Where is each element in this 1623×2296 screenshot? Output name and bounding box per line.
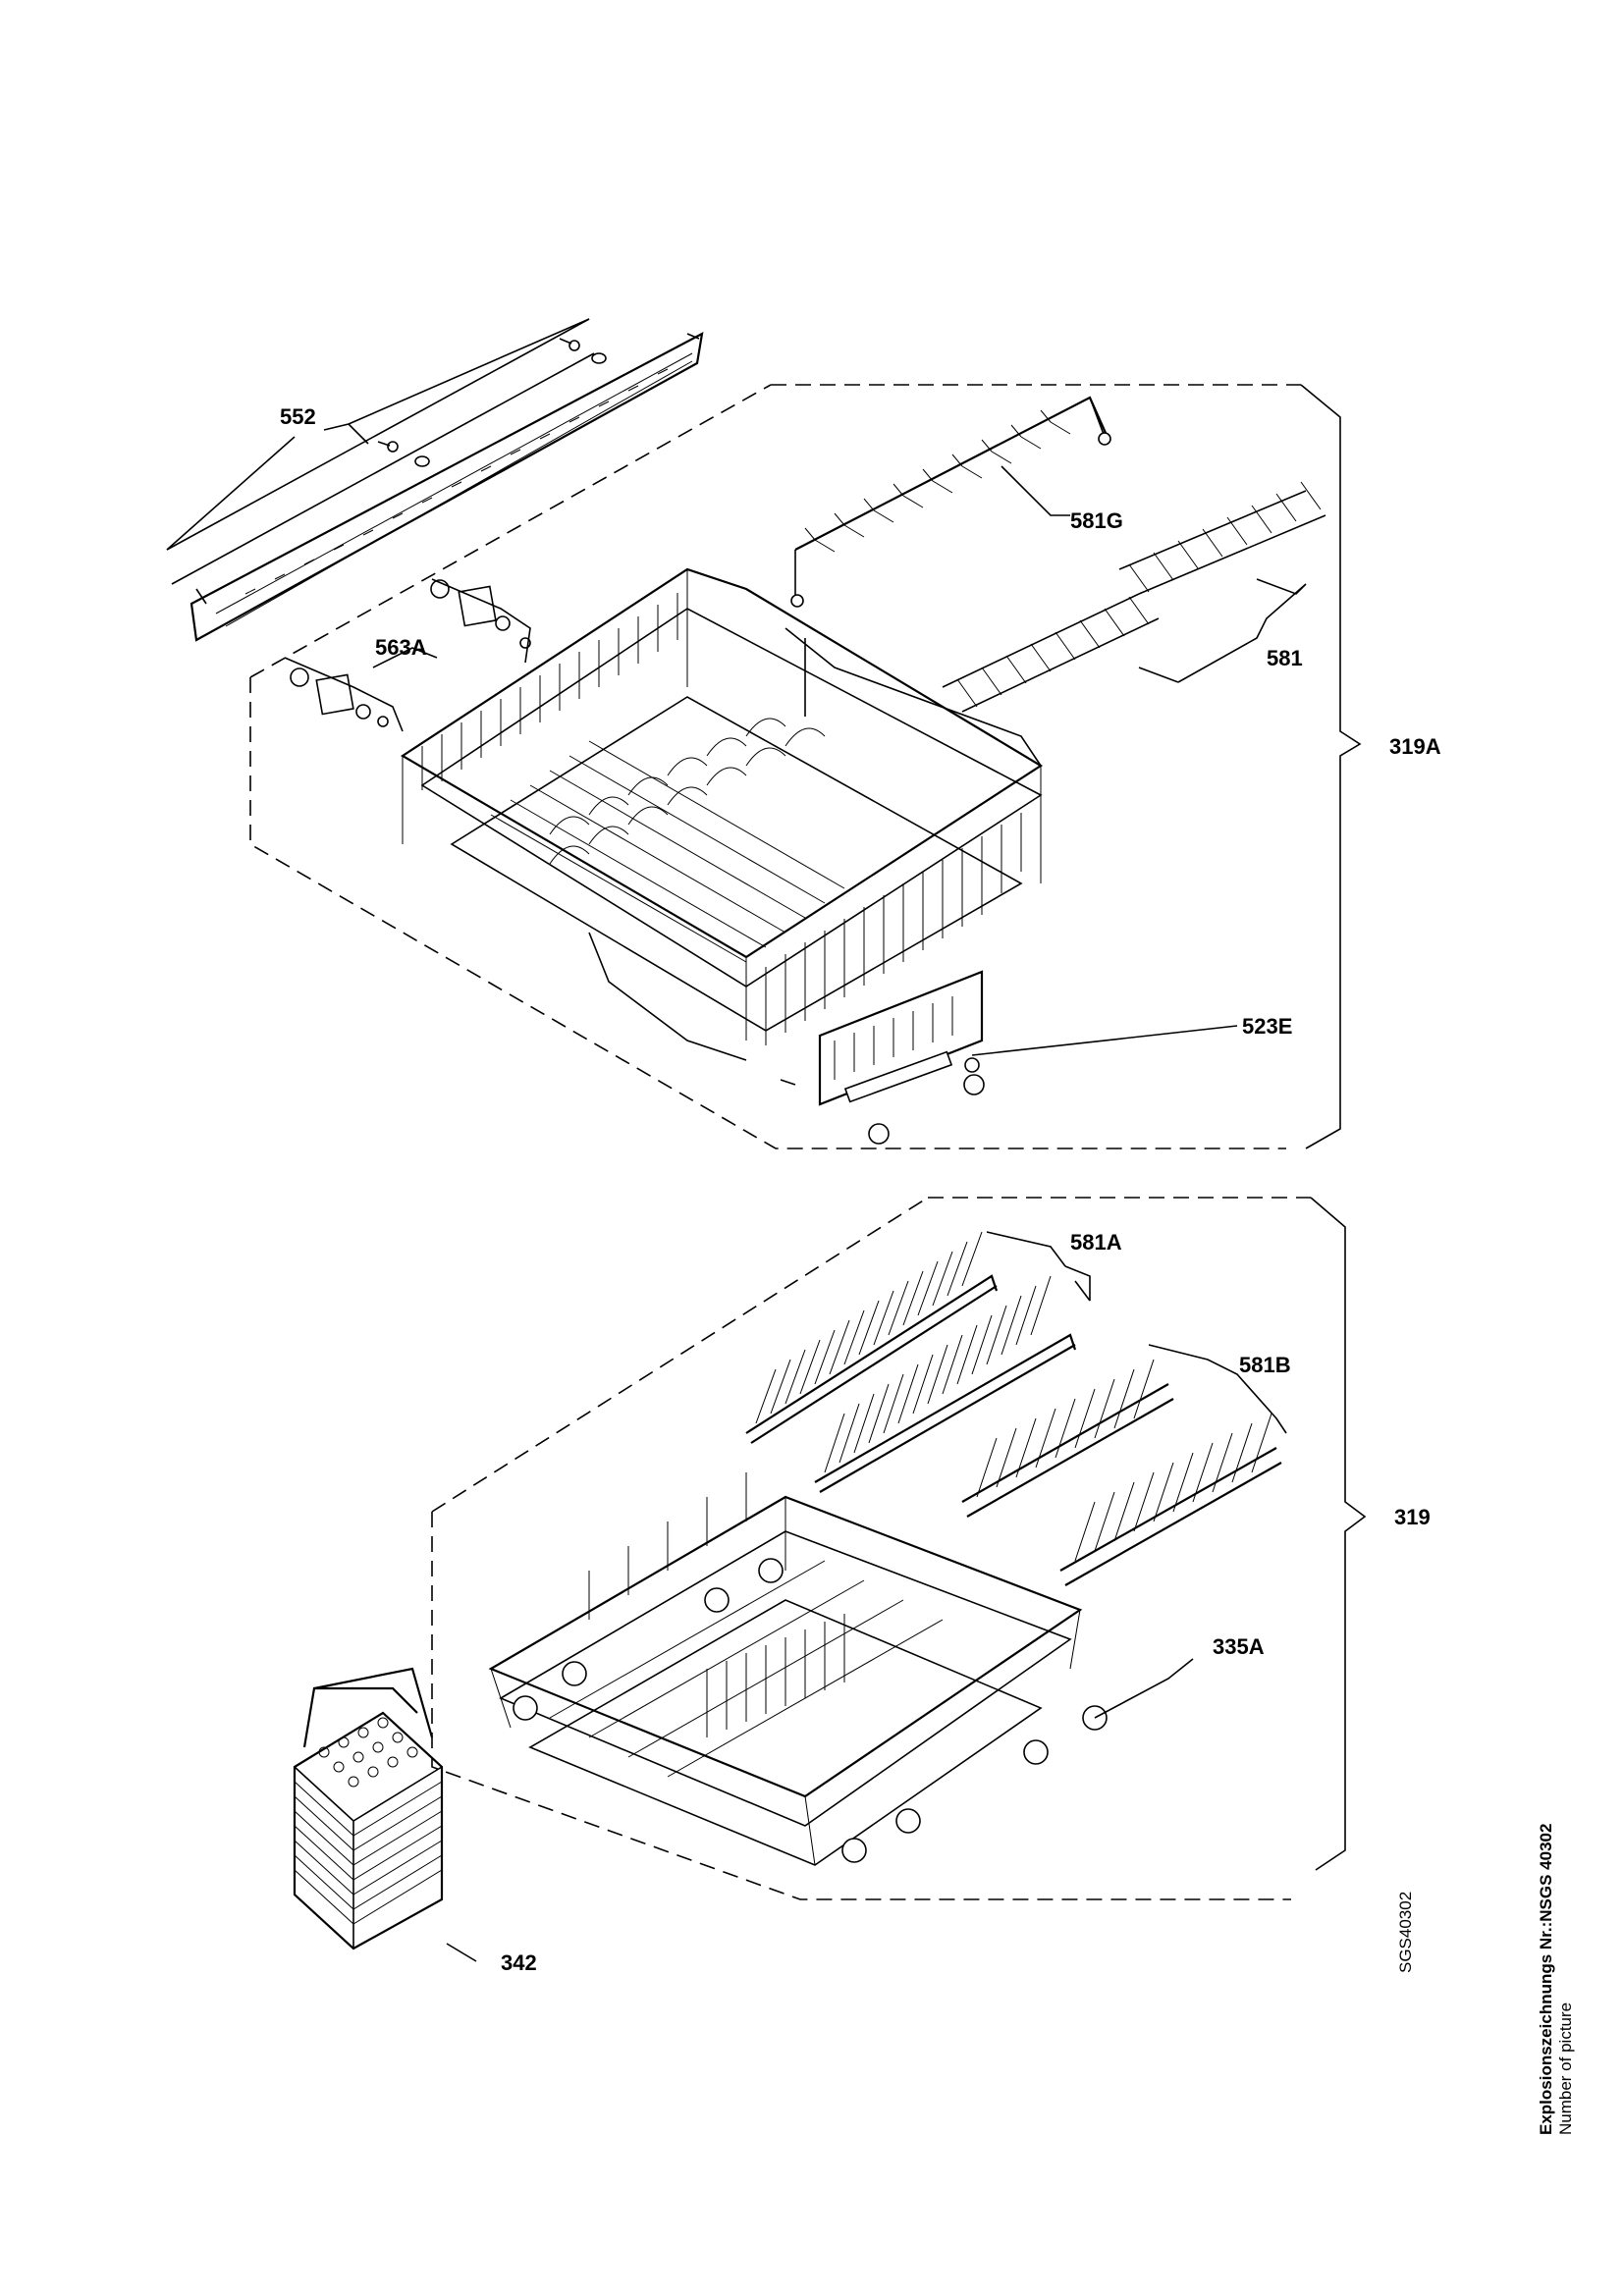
rack-581G bbox=[790, 396, 1111, 608]
label-342: 342 bbox=[501, 1950, 537, 1975]
label-335A: 335A bbox=[1213, 1634, 1265, 1659]
label-581G: 581G bbox=[1070, 508, 1123, 533]
label-319A: 319A bbox=[1389, 734, 1441, 759]
clips-563A bbox=[284, 578, 531, 732]
lower-group-bracket bbox=[1310, 1197, 1367, 1871]
label-319: 319 bbox=[1394, 1505, 1431, 1529]
upper-basket-tines bbox=[421, 593, 1022, 1045]
lower-basket bbox=[488, 1472, 1194, 1866]
label-581A: 581A bbox=[1070, 1230, 1122, 1255]
upper-basket-group bbox=[166, 318, 1362, 1149]
label-581B: 581B bbox=[1239, 1353, 1291, 1377]
label-523E: 523E bbox=[1242, 1014, 1292, 1039]
label-563A: 563A bbox=[375, 635, 427, 660]
lower-basket-group bbox=[293, 1197, 1367, 1962]
rail-552 bbox=[166, 318, 704, 642]
subtitle-line: Number of picture bbox=[1556, 2002, 1575, 2135]
tines-581A bbox=[745, 1231, 1091, 1493]
cutlery-basket-342 bbox=[293, 1667, 477, 1962]
rail-slots bbox=[244, 368, 669, 595]
upper-group-bracket bbox=[1300, 384, 1362, 1149]
upper-basket bbox=[400, 567, 1044, 1061]
racks-581 bbox=[942, 481, 1326, 713]
lower-basket-tines bbox=[549, 1472, 944, 1778]
part-523E bbox=[780, 970, 1238, 1145]
drawing-code: SGS40302 bbox=[1396, 1892, 1415, 1973]
lower-group-outline bbox=[431, 1197, 1311, 1900]
label-552: 552 bbox=[280, 404, 316, 429]
title-line: Explosionszeichnungs Nr.:NSGS 40302 bbox=[1537, 1824, 1555, 2135]
label-581: 581 bbox=[1267, 646, 1303, 670]
upper-group-outline bbox=[249, 384, 1301, 1149]
tines-581B bbox=[961, 1344, 1287, 1586]
